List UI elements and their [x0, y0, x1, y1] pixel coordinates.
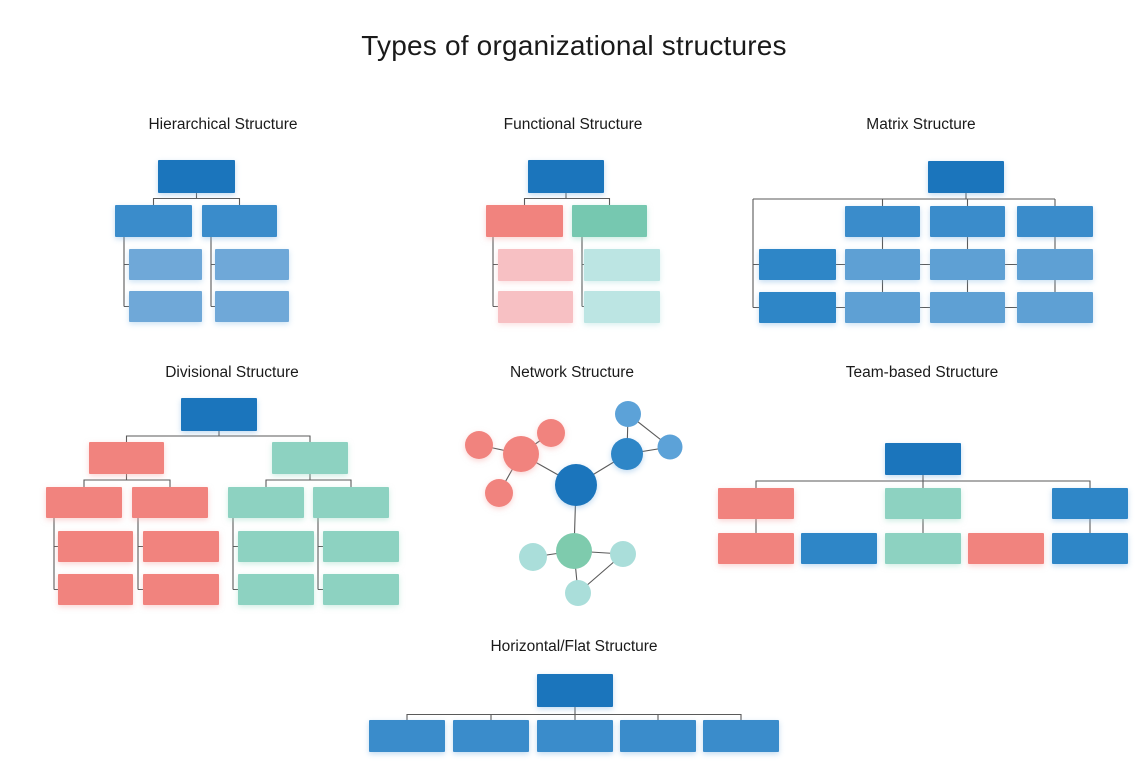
hierarchical-structure-title: Hierarchical Structure	[148, 116, 298, 133]
matrix-structure-title: Matrix Structure	[866, 116, 976, 133]
functional-leaf-box	[584, 249, 660, 281]
network-teal-hub-node	[556, 533, 592, 569]
matrix-cell-box	[930, 292, 1005, 323]
network-salmon-node	[465, 431, 493, 459]
functional-root-box	[528, 160, 604, 193]
network-teal-node	[565, 580, 591, 606]
network-blue-node	[657, 434, 683, 460]
team-member-box	[968, 533, 1044, 564]
functional-department-box	[486, 205, 563, 237]
team-member-box	[1052, 533, 1128, 564]
functional-leaf-box	[498, 249, 573, 281]
network-salmon-node	[537, 419, 565, 447]
hierarchical-connectors	[123, 193, 241, 308]
matrix-cell-box	[845, 292, 920, 323]
functional-leaf-box	[498, 291, 573, 323]
matrix-cell-box	[1017, 292, 1093, 323]
functional-leaf-box	[584, 291, 660, 323]
matrix-cell-box	[930, 249, 1005, 280]
divisional-manager-box	[132, 487, 208, 518]
network-teal-node	[519, 543, 547, 571]
flat-root-box	[537, 674, 613, 707]
network-teal-node	[610, 541, 636, 567]
network-edges	[478, 413, 671, 594]
network-central-node	[555, 464, 597, 506]
team-member-box	[885, 533, 961, 564]
page-title: Types of organizational structures	[361, 30, 787, 61]
flat-member-box	[620, 720, 696, 752]
matrix-row-leader-box	[759, 249, 836, 280]
divisional-leaf-box	[58, 531, 133, 562]
team-lead-box	[885, 488, 961, 519]
divisional-leaf-box	[238, 574, 314, 605]
divisional-division-box	[89, 442, 164, 474]
hierarchical-leaf-box	[215, 291, 289, 322]
team-root-box	[885, 443, 961, 475]
matrix-connectors	[752, 193, 1056, 309]
divisional-leaf-box	[143, 574, 219, 605]
team-lead-box	[718, 488, 794, 519]
divisional-leaf-box	[58, 574, 133, 605]
divisional-structure-title: Divisional Structure	[165, 364, 299, 381]
flat-member-box	[703, 720, 779, 752]
divisional-leaf-box	[238, 531, 314, 562]
hierarchical-leaf-box	[215, 249, 289, 280]
hierarchical-leaf-box	[129, 249, 202, 280]
matrix-column-header-box	[930, 206, 1005, 237]
flat-member-box	[537, 720, 613, 752]
matrix-cell-box	[1017, 249, 1093, 280]
network-blue-node	[615, 401, 641, 427]
divisional-manager-box	[313, 487, 389, 518]
matrix-structure-diagram	[752, 161, 1093, 323]
functional-structure-title: Functional Structure	[503, 116, 643, 133]
hierarchical-leaf-box	[129, 291, 202, 322]
flat-connectors	[406, 707, 742, 720]
team-based-structure-title: Team-based Structure	[845, 364, 999, 381]
team-member-box	[718, 533, 794, 564]
team-member-box	[801, 533, 877, 564]
functional-connectors	[492, 193, 611, 308]
network-salmon-node	[485, 479, 513, 507]
flat-member-box	[453, 720, 529, 752]
matrix-row-leader-box	[759, 292, 836, 323]
divisional-manager-box	[228, 487, 304, 518]
team-connectors	[755, 475, 1091, 533]
matrix-column-header-box	[845, 206, 920, 237]
hierarchical-mid-box	[115, 205, 192, 237]
divisional-root-box	[181, 398, 257, 431]
network-blue-hub-node	[611, 438, 643, 470]
divisional-manager-box	[46, 487, 122, 518]
horizontal-flat-structure-title: Horizontal/Flat Structure	[490, 638, 658, 655]
divisional-leaf-box	[323, 574, 399, 605]
matrix-column-header-box	[1017, 206, 1093, 237]
functional-department-box	[572, 205, 647, 237]
team-lead-box	[1052, 488, 1128, 519]
matrix-root-box	[928, 161, 1004, 193]
divisional-structure-diagram	[46, 398, 399, 605]
divisional-leaf-box	[143, 531, 219, 562]
divisional-connectors	[53, 431, 352, 591]
divisional-leaf-box	[323, 531, 399, 562]
flat-member-box	[369, 720, 445, 752]
hierarchical-structure-diagram	[115, 160, 289, 322]
network-structure-diagram	[465, 401, 683, 606]
team-based-structure-diagram	[718, 443, 1128, 564]
network-structure-title: Network Structure	[509, 364, 635, 381]
matrix-cell-box	[845, 249, 920, 280]
network-salmon-hub-node	[503, 436, 539, 472]
functional-structure-diagram	[486, 160, 660, 323]
horizontal-flat-structure-diagram	[369, 674, 779, 752]
divisional-division-box	[272, 442, 348, 474]
hierarchical-mid-box	[202, 205, 277, 237]
hierarchical-root-box	[158, 160, 235, 193]
